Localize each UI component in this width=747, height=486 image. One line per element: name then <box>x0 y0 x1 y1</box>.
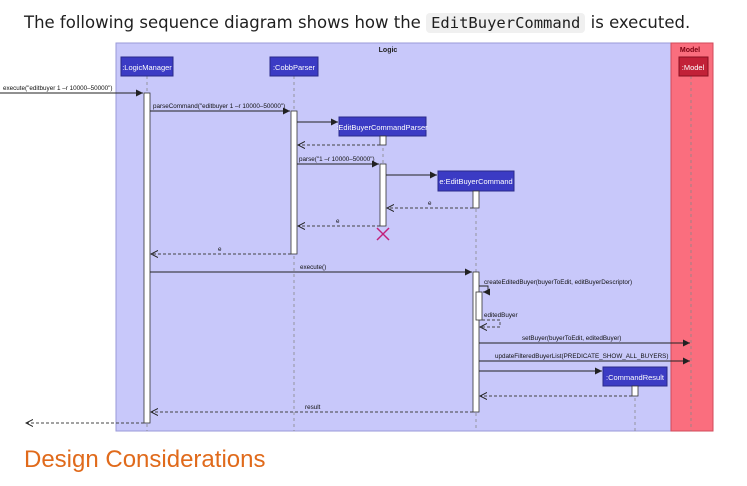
svg-text::Model: :Model <box>682 63 705 72</box>
svg-text:execute("editbuyer 1 –r 10000–: execute("editbuyer 1 –r 10000–50000") <box>3 85 113 92</box>
svg-text:e: e <box>428 200 432 207</box>
svg-text:execute(): execute() <box>300 264 326 271</box>
msg-execute-input: execute("editbuyer 1 –r 10000–50000") <box>0 85 143 97</box>
svg-text::CommandResult: :CommandResult <box>606 373 665 382</box>
svg-text::CobbParser: :CobbParser <box>273 63 316 72</box>
destroy-marker <box>376 227 390 241</box>
svg-text:e: e <box>336 218 340 225</box>
msg-return-e-2: e <box>298 218 380 226</box>
msg-set-buyer: setBuyer(buyerToEdit, editedBuyer) <box>479 335 690 347</box>
participant-edit-buyer-command: e:EditBuyerCommand <box>437 170 515 192</box>
svg-text:parse("1 –r 10000–50000"): parse("1 –r 10000–50000") <box>299 156 375 163</box>
svg-text:editedBuyer: editedBuyer <box>484 312 518 319</box>
msg-return-e-1: e <box>387 200 473 208</box>
msg-parse-command: parseCommand("editbuyer 1 –r 10000–50000… <box>150 103 290 115</box>
sequence-diagram: Logic Model :LogicManager :CobbParser :E… <box>0 42 714 432</box>
svg-text:setBuyer(buyerToEdit, editedBu: setBuyer(buyerToEdit, editedBuyer) <box>522 335 621 342</box>
activation-bars <box>143 92 639 424</box>
intro-text: The following sequence diagram shows how… <box>24 13 691 33</box>
svg-text:e: e <box>218 246 222 253</box>
msg-result: result <box>151 404 473 412</box>
svg-text:result: result <box>305 404 321 411</box>
svg-text:updateFilteredBuyerList(PREDIC: updateFilteredBuyerList(PREDICATE_SHOW_A… <box>495 353 668 360</box>
participant-edit-buyer-command-parser: :EditBuyerCommandParser <box>336 116 428 137</box>
msg-return-e-3: e <box>151 246 291 254</box>
msg-create-edited-buyer: createEditedBuyer(buyerToEdit, editBuyer… <box>479 279 632 296</box>
svg-text:e:EditBuyerCommand: e:EditBuyerCommand <box>439 177 512 186</box>
logic-title: Logic <box>379 47 398 54</box>
model-frame <box>670 42 714 432</box>
model-title: Model <box>680 47 700 54</box>
logic-frame <box>115 42 672 432</box>
intro-prefix: The following sequence diagram shows how… <box>24 13 421 32</box>
msg-parse: parse("1 –r 10000–50000") <box>297 156 379 168</box>
svg-text::LogicManager: :LogicManager <box>122 63 172 72</box>
participant-command-result: :CommandResult <box>602 366 668 387</box>
svg-text::EditBuyerCommandParser: :EditBuyerCommandParser <box>336 123 428 132</box>
svg-text:parseCommand("editbuyer 1 –r 1: parseCommand("editbuyer 1 –r 10000–50000… <box>153 103 285 110</box>
intro-suffix: is executed. <box>590 13 691 32</box>
design-considerations-heading: Design Considerations <box>24 446 266 473</box>
msg-update-filtered: updateFilteredBuyerList(PREDICATE_SHOW_A… <box>479 353 690 365</box>
participant-model: :Model <box>678 56 709 77</box>
participant-cobb-parser: :CobbParser <box>269 56 319 77</box>
svg-text:createEditedBuyer(buyerToEdit,: createEditedBuyer(buyerToEdit, editBuyer… <box>484 279 632 286</box>
msg-edited-buyer: editedBuyer <box>480 312 518 327</box>
participant-logic-manager: :LogicManager <box>120 56 174 77</box>
intro-code: EditBuyerCommand <box>426 13 586 33</box>
msg-execute: execute() <box>150 264 472 276</box>
